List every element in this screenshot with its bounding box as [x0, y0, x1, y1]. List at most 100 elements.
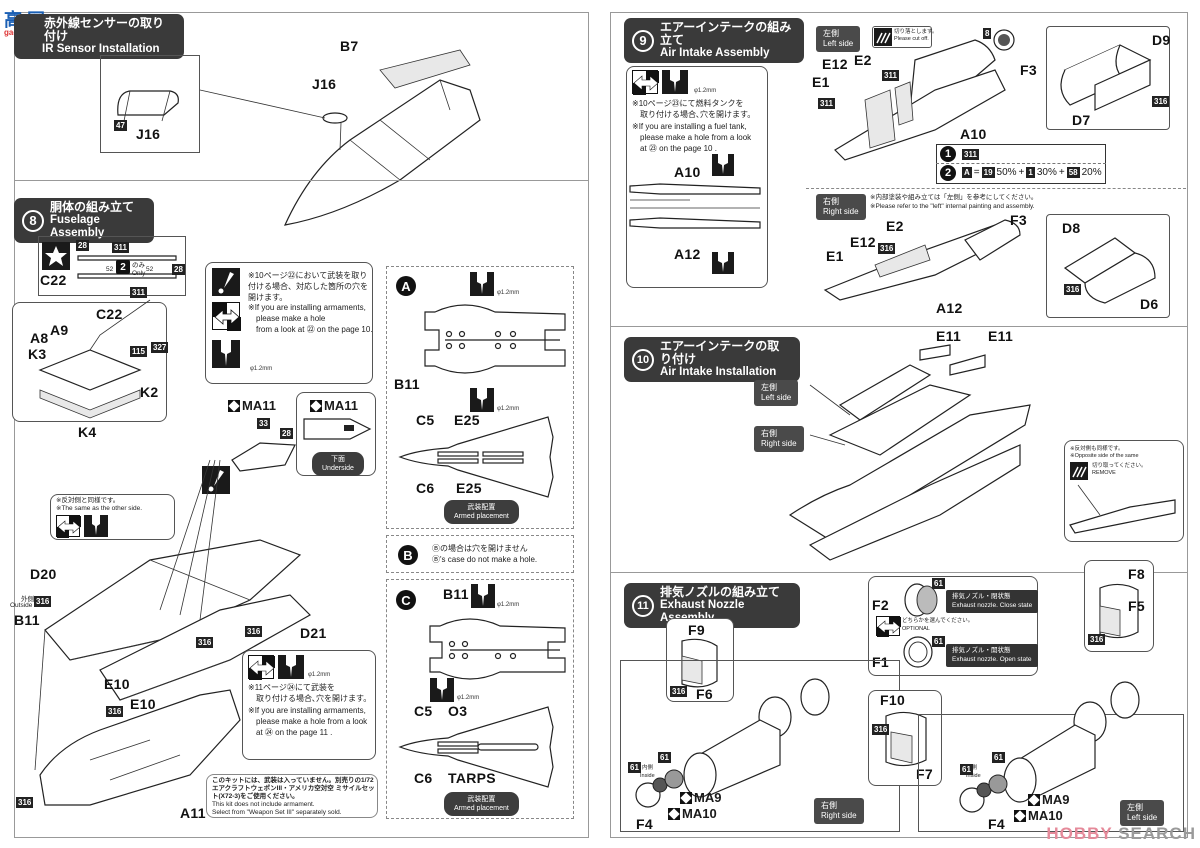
step10-title-jp: エアーインテークの取り付け: [660, 339, 780, 366]
pill-jp: 武装配置: [467, 504, 496, 511]
both-sides-icon: [212, 302, 241, 331]
optional-icon: [876, 616, 901, 637]
part-label-a10: A10: [674, 164, 701, 180]
part-label-e25: E25: [456, 480, 482, 496]
part-label-e1: E1: [826, 248, 844, 264]
part-label-a10: A10: [960, 126, 987, 142]
right-side-tag: 右側 Right side: [816, 194, 866, 220]
label-en: Exhaust nozzle. Close state: [952, 601, 1033, 609]
paint-code: 28: [172, 264, 185, 275]
underside-en: Underside: [322, 465, 354, 472]
left-page: 高 网 gao-shou.com 赤外線センサーの取り付け IR Sensor …: [0, 0, 600, 848]
remove-detail-drawing: [1069, 484, 1176, 534]
option-c-aircraft-drawing: [398, 706, 554, 788]
mix-percent: 30%: [1036, 167, 1057, 178]
part-label-ma11: MA11: [324, 398, 358, 413]
armament-note-jp: ※10ページ㉒において武装を取り付ける場合、対応した箇所の穴を開けます。: [248, 271, 368, 302]
decal-number: 8: [983, 28, 992, 39]
section-divider: [14, 180, 589, 181]
paint-code: 316: [196, 637, 214, 648]
pill-en: Armed placement: [454, 805, 509, 812]
part-ma9: MA9: [1028, 792, 1069, 807]
drill-icon: [712, 252, 734, 274]
fuel-note-en: at ㉓ on the page 10 .: [640, 144, 717, 153]
part-label-e12: E12: [822, 56, 848, 72]
paint-code: 311: [130, 287, 147, 298]
watermark-search: SEARCH: [1118, 824, 1196, 843]
mix-percent: 50%: [996, 167, 1017, 178]
part-label-d8: D8: [1062, 220, 1081, 236]
drill-size: φ1.2mm: [457, 695, 480, 701]
legend-row2-badge: 2: [940, 165, 956, 181]
cut-off-icon: [1070, 462, 1088, 480]
part-label-d7: D7: [1072, 112, 1091, 128]
legend-row1-badge: 1: [940, 146, 956, 162]
step7-detail-inset: [100, 55, 200, 153]
paint-code: 316: [106, 706, 124, 717]
paint-code: 316: [872, 724, 890, 735]
paint-code: 1: [1026, 167, 1035, 178]
paint-code: 316: [245, 626, 263, 637]
tag-jp: 左側: [1127, 803, 1143, 812]
option-c-box: [386, 579, 574, 819]
part-label-e25: E25: [454, 412, 480, 428]
drill-size: φ1.2mm: [308, 672, 331, 678]
paint-code: 316: [878, 243, 896, 254]
fuel-tank-note-box: [626, 66, 768, 288]
part-label-c5: C5: [414, 703, 433, 719]
step-ref-badge: 2: [116, 260, 130, 274]
inside-jp: 内側: [642, 765, 654, 771]
part-label-d9: D9: [1152, 32, 1171, 48]
armament-note-2-en: please make a hole from a look: [256, 717, 368, 726]
part-label-c5: C5: [416, 412, 435, 428]
part-label-k4: K4: [78, 424, 97, 440]
kit-note-en: This kit does not include armament.: [212, 801, 315, 808]
option-a-box: [386, 266, 574, 529]
part-ma10: MA10: [668, 806, 717, 821]
label-en: Exhaust nozzle. Open state: [952, 655, 1032, 663]
f10-f7-drawing: [885, 711, 927, 767]
step9-number-badge: 9: [632, 29, 654, 52]
part-label-f7: F7: [916, 766, 933, 782]
part-label-f10: F10: [880, 692, 906, 708]
remove-cut-jp: 切り取ってください。: [1092, 463, 1147, 469]
part-label-a12: A12: [936, 300, 963, 316]
part-label-a8: A8: [30, 330, 49, 346]
diamond-icon: [228, 399, 240, 412]
drill-icon: [84, 515, 108, 537]
part-ma9: MA9: [680, 790, 721, 805]
label-jp: 排気ノズル・閉状態: [952, 593, 1011, 600]
mix-percent: 20%: [1081, 167, 1102, 178]
paint-code: 311: [112, 242, 129, 253]
tag-en: Right side: [761, 439, 797, 448]
option-c-badge: C: [396, 590, 416, 610]
kit-note-en: Select from "Weapon Set III" separately …: [212, 809, 342, 816]
remove-cut-en: REMOVE: [1092, 470, 1116, 476]
part-label-c6: C6: [414, 770, 433, 786]
part-label-f4: F4: [636, 816, 653, 832]
inside-en: Inside: [966, 773, 981, 779]
underside-pill: 下面 Underside: [312, 452, 364, 476]
part-label-b11: B11: [14, 612, 40, 628]
tag-en: Right side: [823, 207, 859, 216]
part-label-e11: E11: [936, 328, 962, 344]
left-side-tag: 左側 Left side: [754, 380, 799, 406]
part-label-d20: D20: [30, 566, 57, 582]
option-a-badge: A: [396, 276, 416, 296]
tag-jp: 左側: [823, 29, 839, 38]
same-side-jp: ※反対側と同様です。: [56, 497, 120, 504]
both-sides-icon: [56, 515, 81, 538]
d8-d6-drawing: [1063, 237, 1156, 304]
left-intake-drawing: [834, 39, 1006, 161]
both-sides-icon: [248, 655, 275, 680]
drill-size: φ1.2mm: [497, 602, 520, 608]
drill-icon: [712, 154, 734, 176]
paint-code: 61: [932, 636, 945, 647]
part-label-c22-inset: C22: [40, 272, 67, 288]
right-page-border: [610, 12, 1188, 838]
armament-note-en: ※If you are installing armaments,: [248, 303, 366, 312]
optional-en: OPTIONAL: [902, 626, 930, 632]
step7-title-en: IR Sensor Installation: [42, 43, 160, 55]
outside-jp: 外側: [21, 596, 34, 603]
equals-sign: =: [973, 167, 980, 178]
